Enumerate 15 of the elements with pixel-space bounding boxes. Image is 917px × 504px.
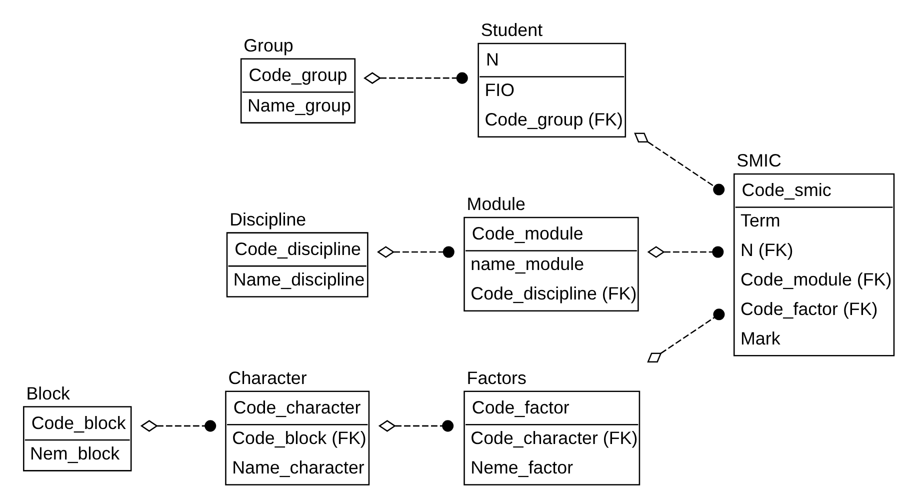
node-label: Group — [244, 35, 294, 56]
node-label: Factors — [466, 368, 526, 388]
connector — [647, 308, 725, 363]
connector — [647, 246, 724, 258]
connector — [364, 72, 468, 84]
node-label: SMIC — [736, 150, 782, 171]
connector — [140, 420, 216, 432]
node-label: Module — [466, 194, 526, 214]
node-label: Character — [228, 368, 307, 388]
connector — [634, 132, 725, 196]
connector — [378, 420, 454, 432]
node-label: Block — [26, 383, 70, 404]
node-label: Student — [480, 20, 543, 40]
node-label: Discipline — [230, 209, 306, 230]
connector — [377, 246, 454, 258]
